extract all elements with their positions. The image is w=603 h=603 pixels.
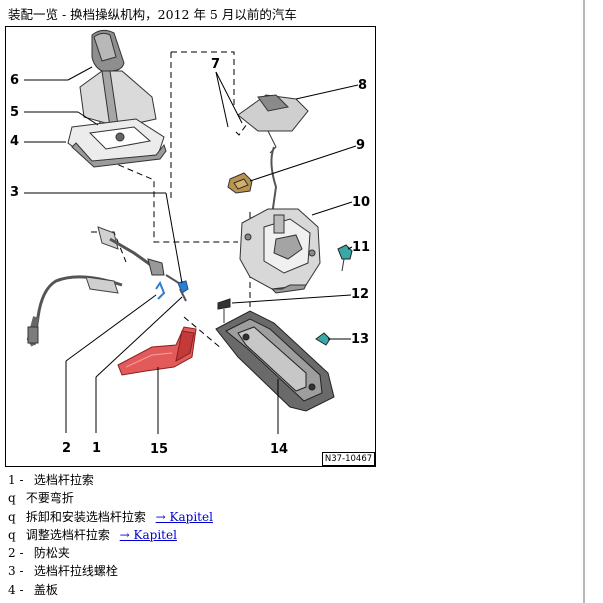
legend-item: 3 - 选档杆拉线螺栓 xyxy=(8,562,213,580)
callout-3: 3 xyxy=(10,185,20,200)
legend-bullet: q xyxy=(8,509,16,524)
legend-text: 选档杆拉索 xyxy=(33,473,94,487)
legend-marker: 1 - xyxy=(8,473,24,487)
selector-cable xyxy=(26,226,189,347)
legend-text: 拆卸和安装选档杆拉索 xyxy=(25,509,146,524)
legend-text: 调整选档杆拉索 xyxy=(25,527,110,542)
callout-12: 12 xyxy=(351,287,370,302)
figure-reference-code: N37-10467 xyxy=(322,452,375,466)
legend-text: 盖板 xyxy=(33,582,58,597)
legend-text: 选档杆拉线螺栓 xyxy=(33,564,118,579)
legend-text: 防松夹 xyxy=(33,546,70,561)
legend-item: q 调整选档杆拉索 → Kapitel xyxy=(8,526,213,544)
callout-14: 14 xyxy=(270,442,289,457)
kapitel-link[interactable]: → Kapitel xyxy=(119,527,177,542)
callout-7: 7 xyxy=(211,57,221,72)
legend-item: 1 - 选档杆拉索 xyxy=(8,471,213,489)
connector-block xyxy=(227,172,253,194)
shift-knob xyxy=(79,29,157,128)
legend-item: 2 - 防松夹 xyxy=(8,544,213,562)
exploded-diagram: 6 5 4 3 7 8 9 10 11 12 13 2 1 15 14 N37-… xyxy=(5,26,376,467)
legend-marker: 3 - xyxy=(8,564,24,579)
cover-plate xyxy=(67,118,167,168)
upper-bracket xyxy=(237,94,309,154)
mount-bracket xyxy=(117,326,197,376)
page-title: 装配一览 - 换档操纵机构，2012 年 5 月以前的汽车 xyxy=(8,7,297,22)
diagram-drawing xyxy=(24,29,359,434)
legend-text: 不要弯折 xyxy=(25,491,74,506)
callout-10: 10 xyxy=(352,195,371,210)
callout-13: 13 xyxy=(351,332,370,347)
callout-4: 4 xyxy=(10,134,20,149)
scrollbar-divider xyxy=(583,0,585,603)
callout-5: 5 xyxy=(10,105,20,120)
parts-legend: 1 - 选档杆拉索 q 不要弯折 q 拆卸和安装选档杆拉索 → Kapitel … xyxy=(8,471,213,599)
kapitel-link[interactable]: → Kapitel xyxy=(155,509,213,524)
callout-9: 9 xyxy=(356,138,366,153)
legend-item: q 不要弯折 xyxy=(8,489,213,507)
base-tray xyxy=(215,310,335,412)
callout-8: 8 xyxy=(358,78,368,93)
selector-housing xyxy=(239,208,321,294)
callout-6: 6 xyxy=(10,73,20,88)
callout-11: 11 xyxy=(352,240,371,255)
legend-marker: 2 - xyxy=(8,546,24,561)
callout-15: 15 xyxy=(150,442,169,457)
legend-bullet: q xyxy=(8,491,16,506)
callout-2: 2 xyxy=(62,441,72,456)
legend-item: 4 - 盖板 xyxy=(8,581,213,599)
legend-marker: 4 - xyxy=(8,582,24,597)
legend-bullet: q xyxy=(8,527,16,542)
callout-1: 1 xyxy=(92,441,102,456)
legend-item: q 拆卸和安装选档杆拉索 → Kapitel xyxy=(8,508,213,526)
